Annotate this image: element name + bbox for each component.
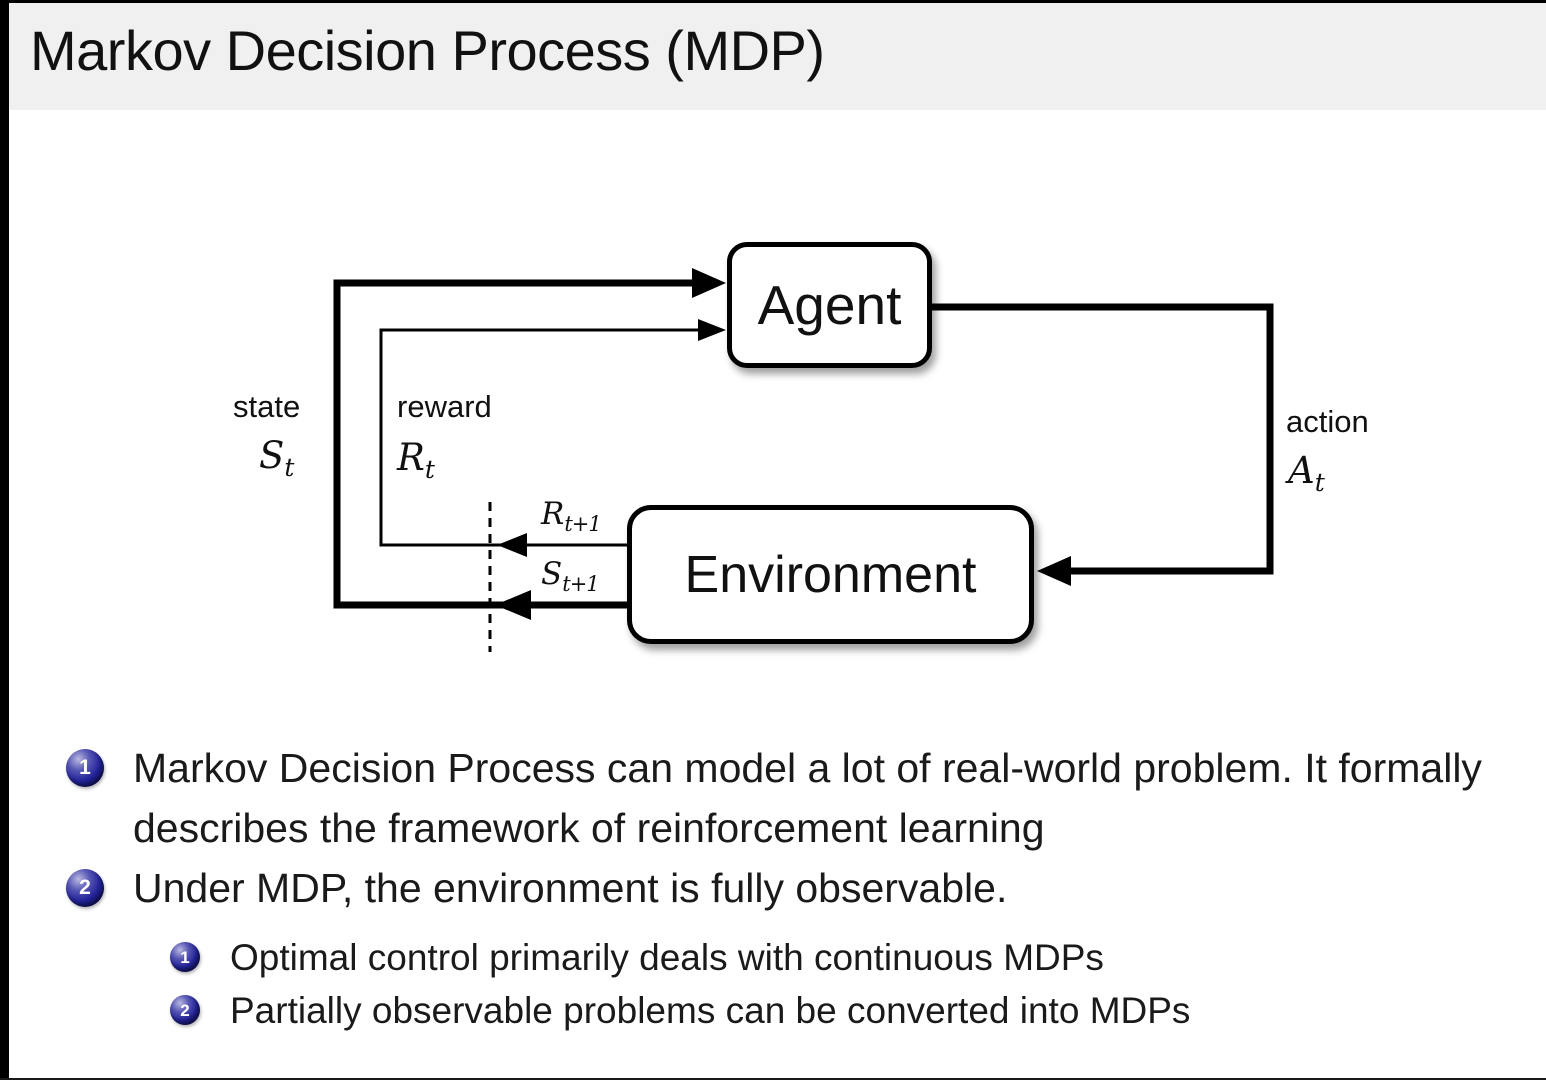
state-symbol: St — [259, 434, 294, 482]
reward-into-agent-arrowhead — [698, 319, 726, 341]
title-band: Markov Decision Process (MDP) — [0, 0, 1546, 110]
next-reward-arrowhead — [497, 533, 527, 557]
bullet-item-2: 2 Under MDP, the environment is fully ob… — [66, 858, 1520, 918]
action-loop-line — [930, 303, 1274, 575]
sub-bullet-list: 1 Optimal control primarily deals with c… — [170, 931, 1520, 1037]
next-state-arrowhead — [495, 590, 531, 620]
bullet-text-1: Markov Decision Process can model a lot … — [133, 745, 1482, 851]
bullet-item-1: 1 Markov Decision Process can model a lo… — [66, 738, 1520, 858]
bullet-marker-2: 2 — [66, 869, 104, 907]
slide-bottom-border — [0, 1078, 1546, 1080]
action-label: action — [1286, 404, 1369, 439]
sub-bullet-marker-1: 1 — [170, 942, 200, 972]
sub-bullet-text-1: Optimal control primarily deals with con… — [230, 937, 1104, 978]
state-label: state — [233, 389, 301, 424]
slide-title: Markov Decision Process (MDP) — [30, 19, 825, 82]
slide-top-border — [0, 0, 1546, 3]
sub-bullet-text-2: Partially observable problems can be con… — [230, 990, 1191, 1031]
reward-symbol: Rt — [397, 436, 435, 484]
bullet-text-2: Under MDP, the environment is fully obse… — [133, 865, 1008, 911]
reward-label: reward — [397, 389, 492, 424]
sub-bullet-item-1: 1 Optimal control primarily deals with c… — [170, 931, 1520, 984]
environment-node: Environment — [627, 505, 1034, 644]
agent-node: Agent — [727, 242, 932, 368]
action-symbol: At — [1288, 449, 1325, 497]
bullet-list: 1 Markov Decision Process can model a lo… — [66, 738, 1520, 1037]
state-into-agent-arrowhead — [692, 268, 726, 298]
next-state-symbol: St+1 — [541, 556, 600, 596]
agent-label: Agent — [757, 274, 902, 336]
bullet-marker-1: 1 — [66, 749, 104, 787]
sub-bullet-item-2: 2 Partially observable problems can be c… — [170, 984, 1520, 1037]
slide-left-border — [0, 0, 9, 1080]
action-into-environment-arrowhead — [1037, 556, 1071, 586]
next-reward-symbol: Rt+1 — [541, 496, 602, 536]
state-loop-line — [333, 279, 698, 609]
environment-label: Environment — [684, 545, 977, 604]
sub-bullet-marker-2: 2 — [170, 995, 200, 1025]
